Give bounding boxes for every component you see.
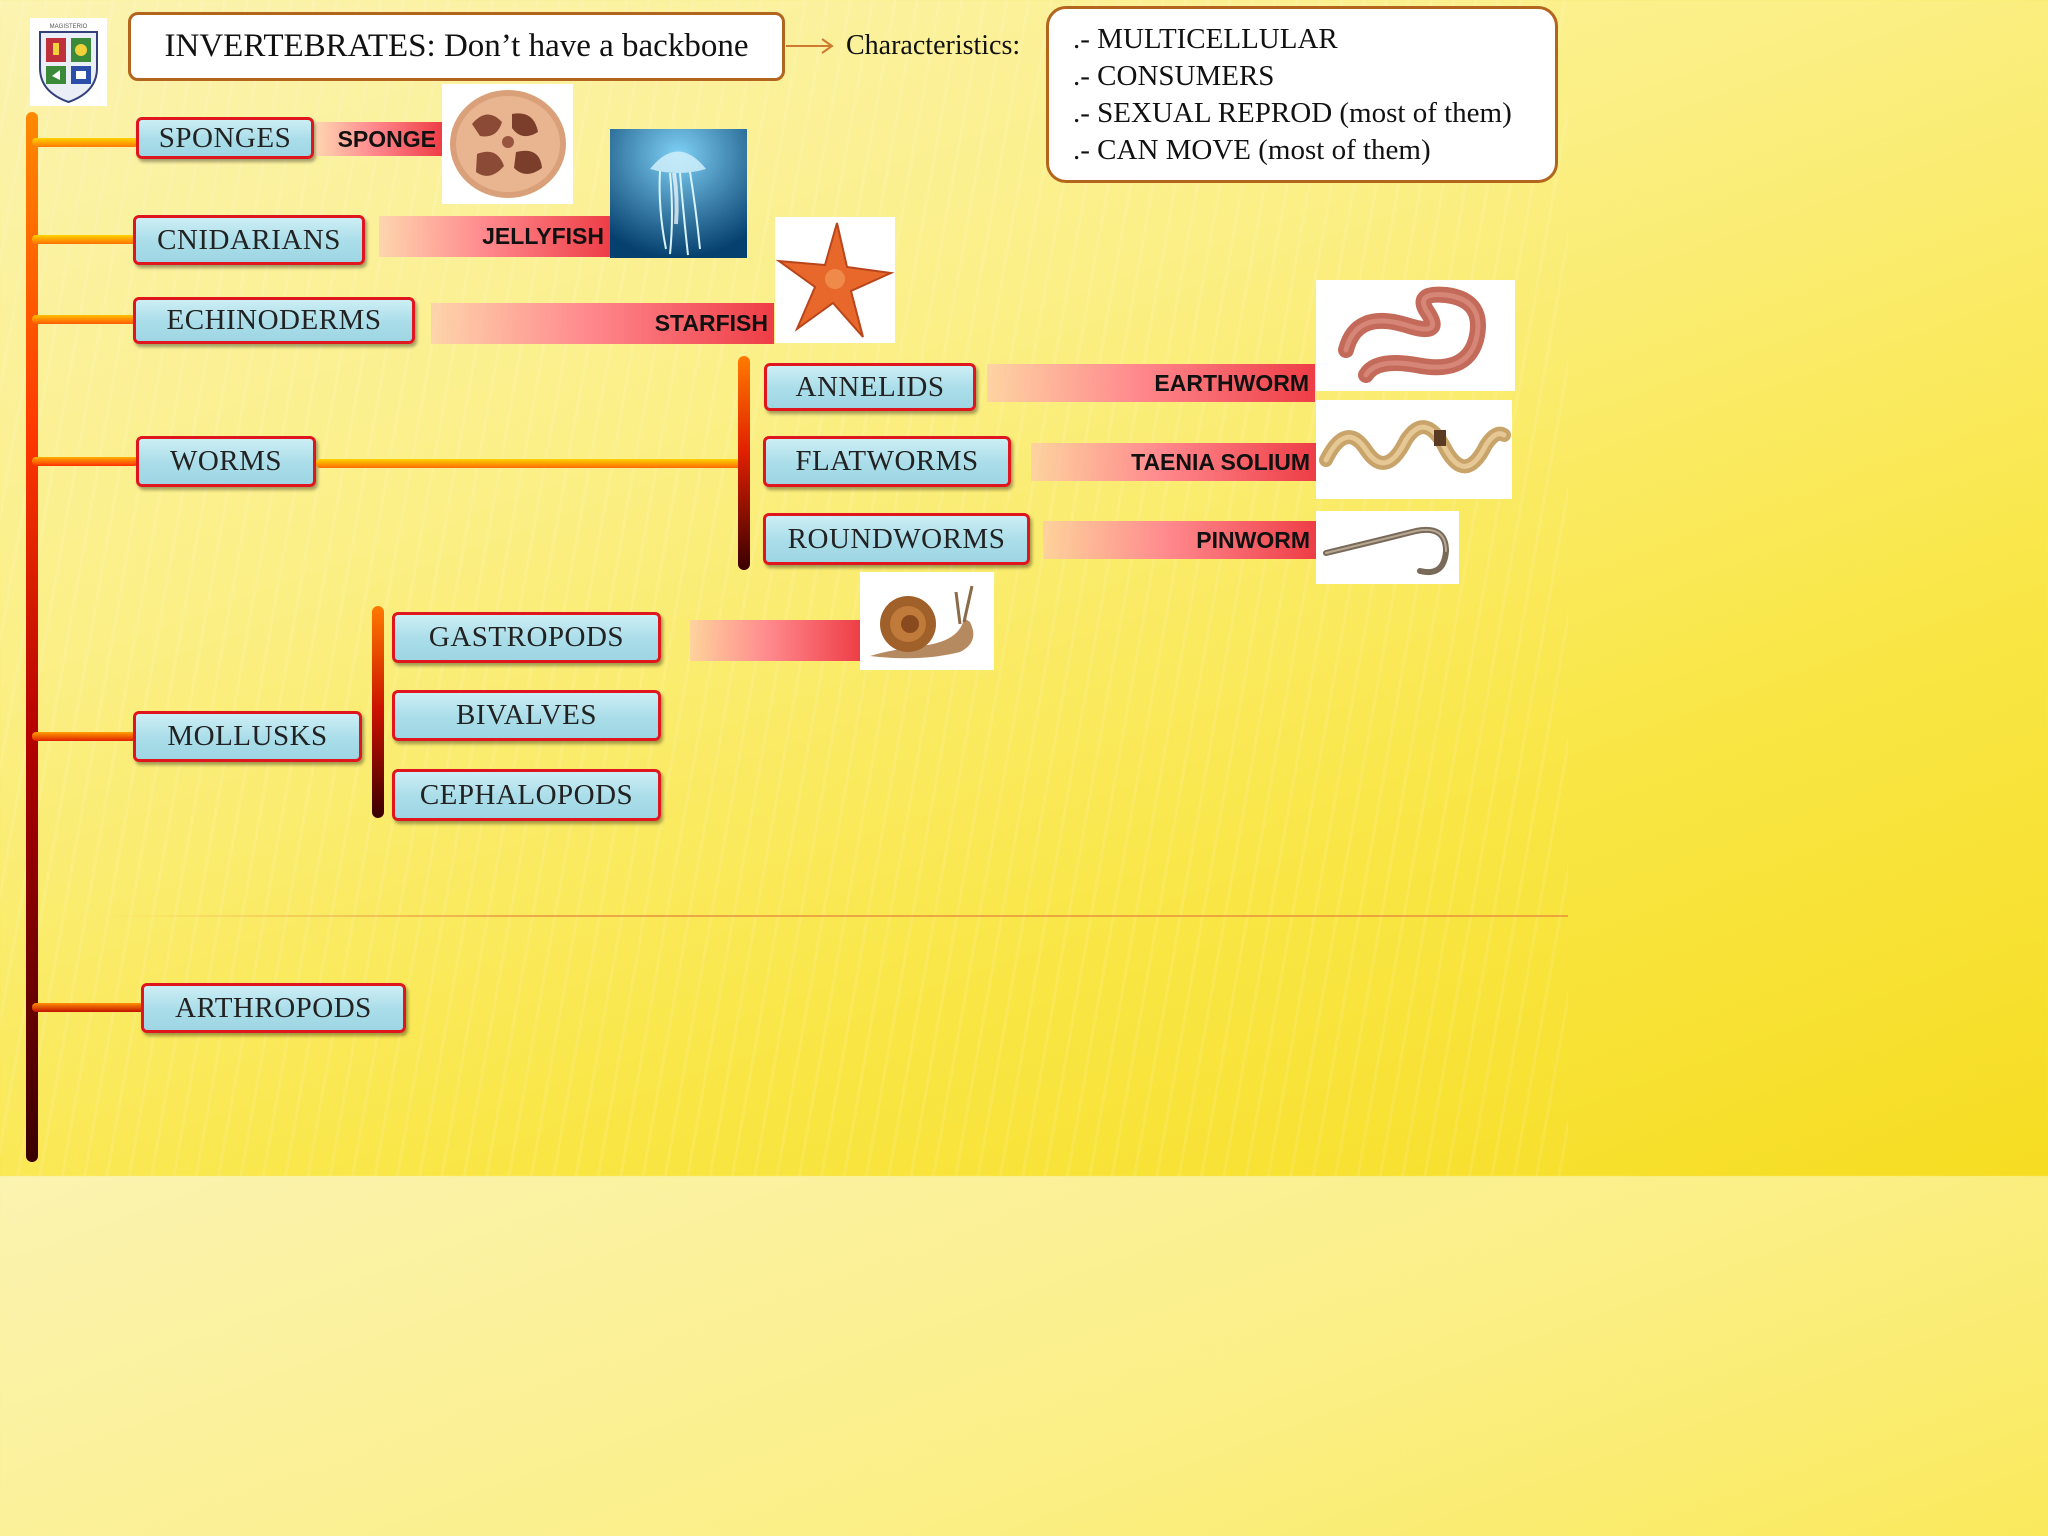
worm-type-annelids: ANNELIDS [764, 363, 976, 411]
branch-line-echinoderms [32, 315, 136, 324]
branch-line-sponges [32, 138, 138, 147]
mollusk-type-cephalopods: CEPHALOPODS [392, 769, 661, 821]
worm-type-flatworms: FLATWORMS [763, 436, 1011, 487]
characteristic-item: .- SEXUAL REPROD (most of them) [1073, 97, 1512, 129]
main-trunk-line [26, 112, 38, 1162]
example-label-taenia: TAENIA SOLIUM [1031, 443, 1316, 481]
example-label-pinworm: PINWORM [1043, 521, 1316, 559]
characteristics-label: Characteristics: [846, 30, 1021, 61]
mollusks-subtree-line [372, 606, 384, 818]
tapeworm-photo [1316, 400, 1512, 499]
example-label-starfish: STARFISH [431, 303, 774, 344]
sponge-photo [442, 84, 573, 204]
pinworm-photo [1316, 511, 1459, 584]
worm-type-roundworms: ROUNDWORMS [763, 513, 1030, 565]
branch-line-cnidarians [32, 235, 136, 244]
group-cnidarians: CNIDARIANS [133, 215, 365, 265]
branch-line-arthropods [32, 1003, 144, 1012]
characteristics-box: .- MULTICELLULAR .- CONSUMERS .- SEXUAL … [1046, 6, 1558, 183]
mollusk-type-bivalves: BIVALVES [392, 690, 661, 741]
characteristic-item: .- CONSUMERS [1073, 60, 1275, 92]
group-echinoderms: ECHINODERMS [133, 297, 415, 344]
background-stripes [0, 0, 1568, 1176]
worms-subtree-line [738, 356, 750, 570]
arrow-right-icon [786, 36, 836, 56]
svg-text:MAGISTERIO: MAGISTERIO [50, 24, 88, 30]
school-crest-icon: MAGISTERIO [30, 18, 107, 106]
group-sponges: SPONGES [136, 117, 314, 159]
group-arthropods: ARTHROPODS [141, 983, 406, 1033]
example-label-earthworm: EARTHWORM [987, 364, 1315, 402]
group-mollusks: MOLLUSKS [133, 711, 362, 762]
characteristic-item: .- CAN MOVE (most of them) [1073, 134, 1431, 166]
mollusk-type-gastropods: GASTROPODS [392, 612, 661, 663]
branch-line-mollusks [32, 732, 136, 741]
branch-line-worms [32, 457, 138, 466]
example-label-gastropod [690, 620, 861, 661]
characteristic-item: .- MULTICELLULAR [1073, 23, 1338, 55]
worms-connector-line [316, 459, 744, 468]
divider-line [110, 915, 1568, 917]
example-label-sponge: SPONGE [316, 122, 442, 156]
jellyfish-photo [610, 129, 747, 258]
snail-photo [860, 572, 994, 670]
group-worms: WORMS [136, 436, 316, 487]
example-label-jellyfish: JELLYFISH [379, 216, 610, 257]
page-title: INVERTEBRATES: Don’t have a backbone [128, 12, 785, 81]
starfish-photo [775, 217, 895, 343]
earthworm-photo [1316, 280, 1515, 391]
